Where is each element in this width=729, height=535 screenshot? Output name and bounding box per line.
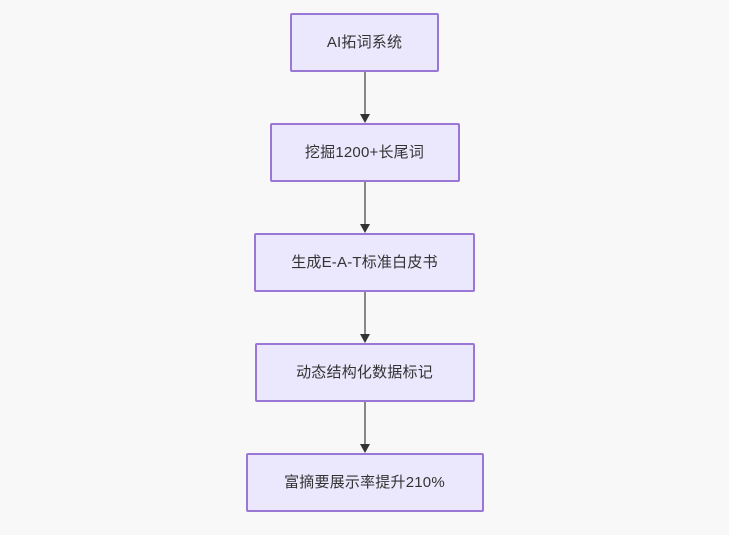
flowchart-connector-4	[358, 402, 372, 453]
down-arrow-icon	[359, 444, 370, 453]
down-arrow-icon	[359, 224, 370, 233]
connector-line	[363, 72, 366, 115]
connector-line	[363, 182, 366, 225]
flowchart-connector-2	[358, 182, 372, 233]
flowchart-node-5[interactable]: 富摘要展示率提升210%	[245, 453, 484, 512]
flowchart-node-2-label: 挖掘1200+长尾词	[304, 143, 425, 161]
flowchart-node-1[interactable]: AI拓词系统	[290, 13, 439, 72]
down-arrow-icon	[359, 334, 370, 343]
flowchart-connector-1	[358, 72, 372, 123]
flowchart-node-4[interactable]: 动态结构化数据标记	[254, 343, 475, 402]
flowchart-node-3-label: 生成E-A-T标准白皮书	[291, 253, 438, 271]
flowchart-node-5-label: 富摘要展示率提升210%	[284, 473, 445, 491]
flowchart-node-4-label: 动态结构化数据标记	[296, 363, 433, 381]
flowchart-node-2[interactable]: 挖掘1200+长尾词	[269, 123, 460, 182]
connector-line	[363, 292, 366, 335]
down-arrow-icon	[359, 114, 370, 123]
flowchart-connector-3	[358, 292, 372, 343]
connector-line	[363, 402, 366, 445]
flowchart-node-3[interactable]: 生成E-A-T标准白皮书	[254, 233, 475, 292]
flowchart-node-1-label: AI拓词系统	[326, 33, 403, 51]
